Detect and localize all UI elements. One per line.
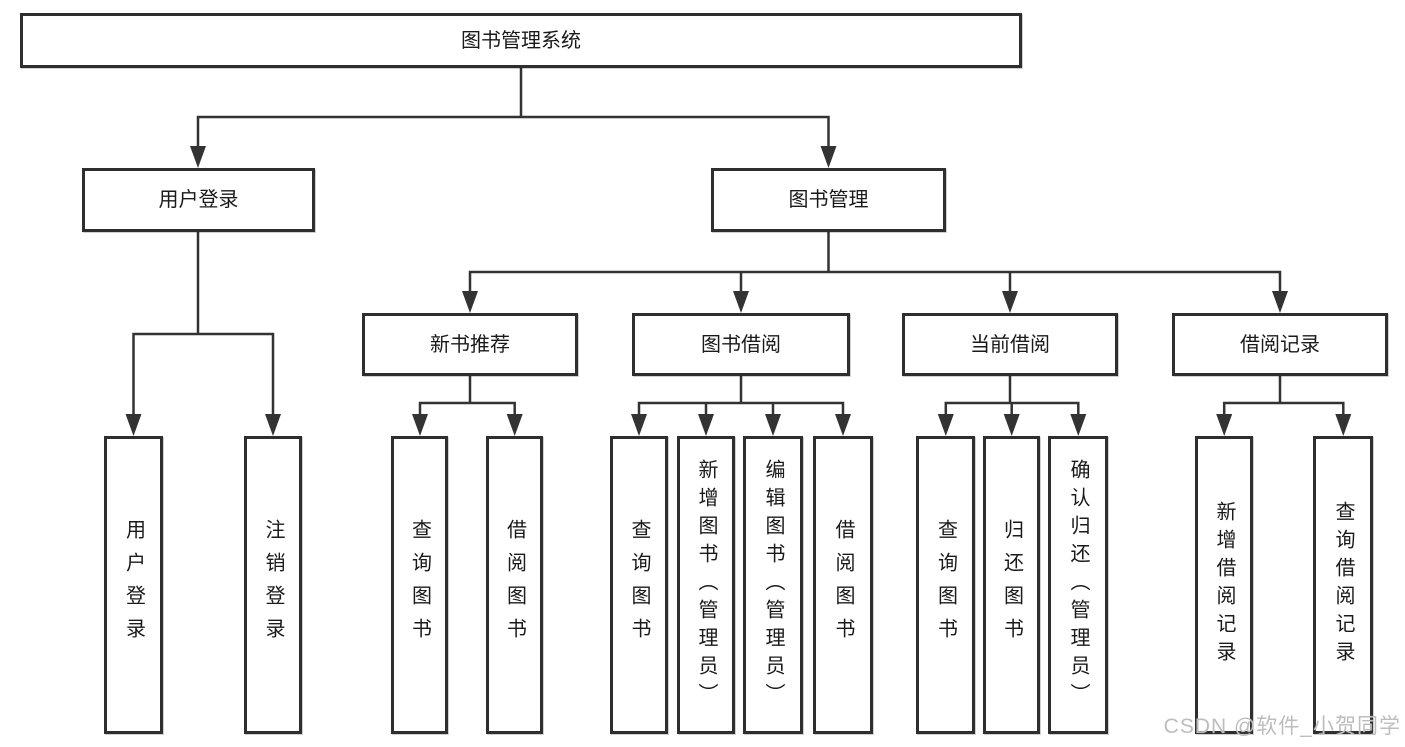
leaf-borrow-books-lending: 借阅图书 — [813, 436, 873, 734]
node-library-management-system: 图书管理系统 — [20, 13, 1022, 68]
leaf-add-books-admin: 新增图书（管理员） — [677, 436, 735, 734]
node-user-login: 用户登录 — [82, 168, 315, 232]
node-current-lending: 当前借阅 — [902, 313, 1118, 376]
leaf-add-lending-record: 新增借阅记录 — [1195, 436, 1253, 734]
node-new-book-recommend: 新书推荐 — [362, 313, 578, 376]
arrowheads — [125, 146, 1352, 436]
leaf-logout: 注销登录 — [244, 436, 302, 734]
node-book-lending: 图书借阅 — [632, 313, 850, 376]
csdn-watermark: CSDN @软件_小贺同学 — [1163, 715, 1401, 738]
leaf-borrow-books-recommend: 借阅图书 — [486, 436, 543, 734]
node-lending-records: 借阅记录 — [1172, 313, 1388, 376]
leaf-confirm-return-admin: 确认归还（管理员） — [1048, 436, 1108, 734]
leaf-query-lending-record: 查询借阅记录 — [1313, 436, 1373, 734]
node-book-management: 图书管理 — [711, 168, 946, 232]
leaf-query-books-lending: 查询图书 — [610, 436, 668, 734]
leaf-edit-books-admin: 编辑图书（管理员） — [743, 436, 803, 734]
leaf-user-login: 用户登录 — [104, 436, 163, 734]
leaf-query-books-current: 查询图书 — [916, 436, 975, 734]
leaf-return-books: 归还图书 — [983, 436, 1040, 734]
leaf-query-books-recommend: 查询图书 — [391, 436, 448, 734]
